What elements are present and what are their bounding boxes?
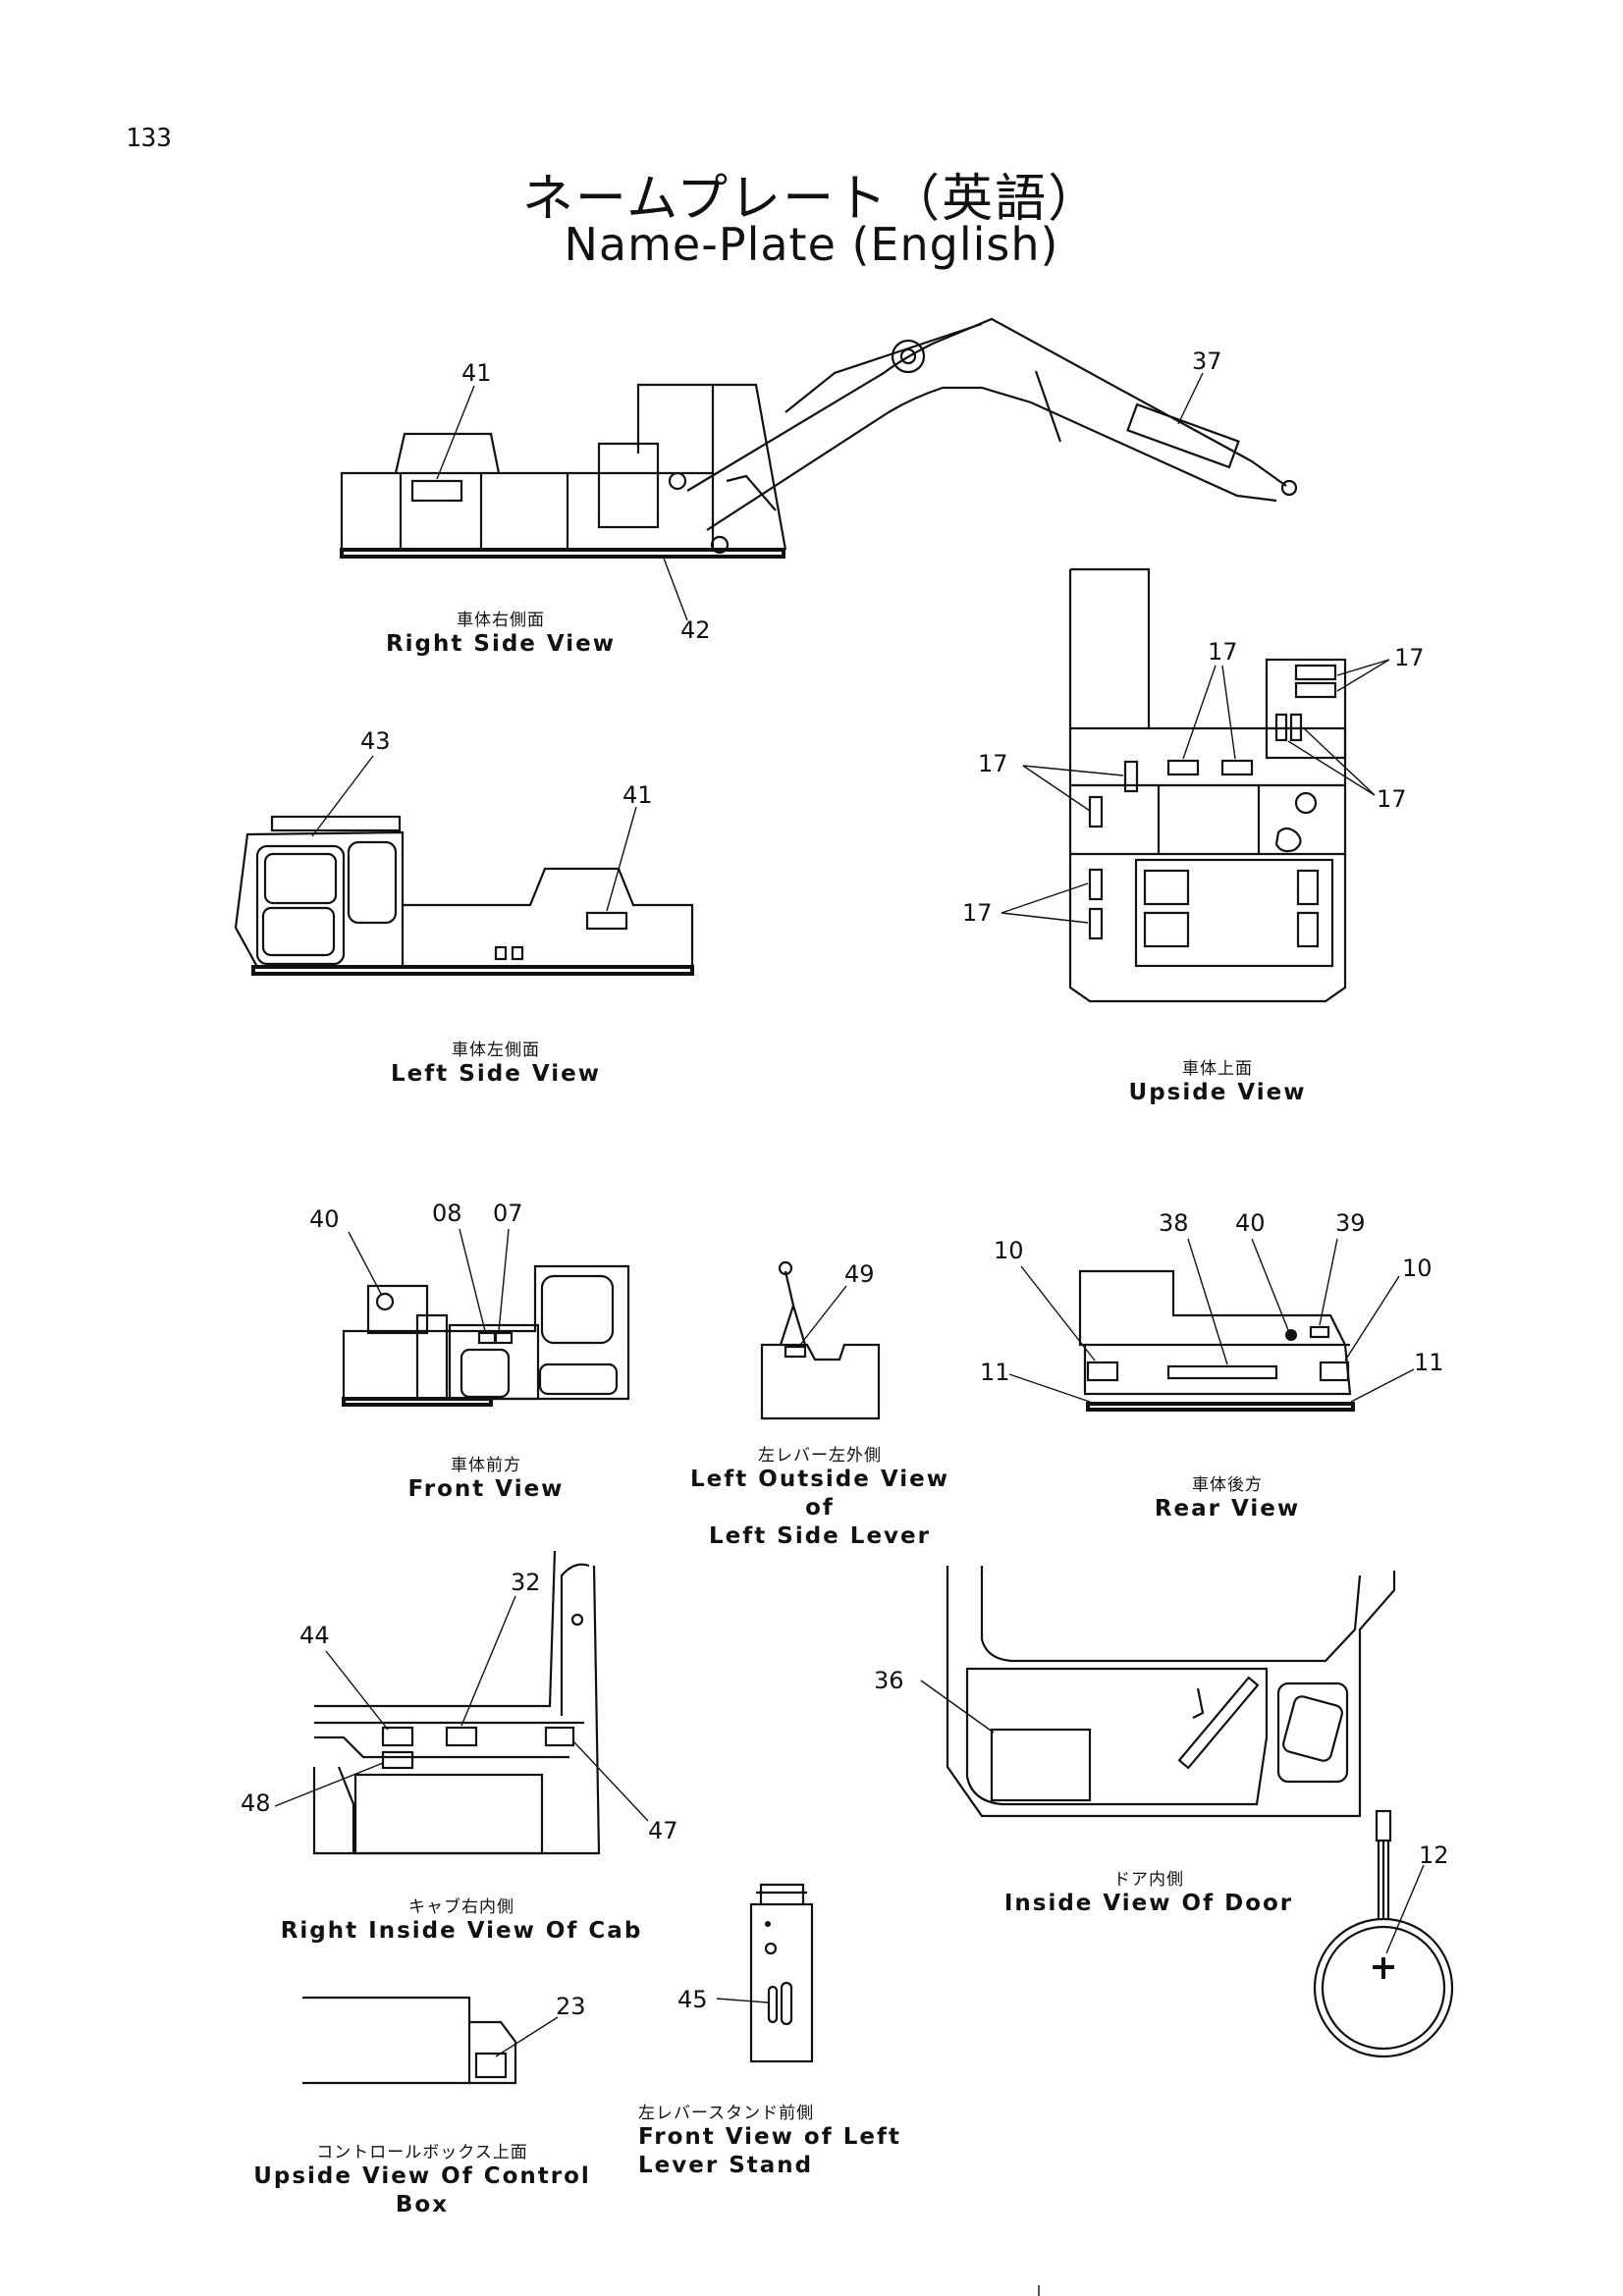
- callout-11b: 11: [1414, 1349, 1444, 1376]
- caption-left-lever: 左レバー左外側 Left Outside View of Left Side L…: [690, 1446, 949, 1549]
- callout-49: 49: [844, 1260, 875, 1288]
- title-english: Name-Plate (English): [564, 218, 1059, 271]
- caption-front: 車体前方 Front View: [407, 1456, 565, 1502]
- callout-39: 39: [1335, 1209, 1366, 1237]
- callout-23: 23: [556, 1993, 586, 2020]
- callout-42: 42: [680, 616, 711, 644]
- callout-11a: 11: [980, 1359, 1010, 1386]
- caption-cab-inside: キャブ右内側 Right Inside View Of Cab: [280, 1897, 643, 1944]
- callout-41b: 41: [622, 781, 653, 809]
- callout-17b: 17: [1394, 644, 1425, 671]
- callout-10a: 10: [994, 1237, 1024, 1264]
- callout-41: 41: [461, 359, 492, 387]
- callout-17a: 17: [1208, 638, 1238, 666]
- caption-door-inside: ドア内側 Inside View Of Door: [1003, 1870, 1294, 1916]
- left-lever-drawing: 49: [760, 1260, 881, 1420]
- caption-upside: 車体上面 Upside View: [1128, 1059, 1307, 1105]
- cab-inside-drawing: 32 44 48 47: [241, 1550, 678, 1855]
- callout-08: 08: [432, 1200, 462, 1227]
- page-number: 133: [126, 124, 172, 153]
- callout-45: 45: [677, 1986, 708, 2013]
- rear-view-drawing: 38 40 39 10 10 11 11: [980, 1209, 1444, 1412]
- caption-left-side: 車体左側面 Left Side View: [391, 1041, 601, 1087]
- callout-12: 12: [1419, 1842, 1449, 1869]
- callout-37: 37: [1192, 347, 1222, 375]
- left-side-view-drawing: 43 41: [234, 727, 694, 976]
- callout-32: 32: [511, 1569, 541, 1596]
- right-side-view-drawing: 41 37 42: [340, 317, 1298, 644]
- callout-38: 38: [1159, 1209, 1189, 1237]
- lever-stand-drawing: 45: [677, 1883, 814, 2063]
- callout-07: 07: [493, 1200, 523, 1227]
- title-japanese: ネームプレート（英語）: [521, 170, 1102, 229]
- caption-rear: 車体後方 Rear View: [1154, 1475, 1301, 1522]
- callout-17c: 17: [1377, 785, 1407, 813]
- door-inside-drawing: 36: [874, 1566, 1396, 1818]
- callout-17e: 17: [962, 899, 993, 927]
- upside-view-drawing: 17 17 17 17 17: [962, 567, 1425, 1003]
- ring-drawing: 12: [1313, 1809, 1454, 2058]
- callout-40-rear: 40: [1235, 1209, 1266, 1237]
- callout-17d: 17: [978, 750, 1008, 777]
- caption-lever-stand: 左レバースタンド前側 Front View of Left Lever Stan…: [638, 2104, 901, 2178]
- caption-right-side: 車体右側面 Right Side View: [385, 611, 617, 657]
- plate-41-right: [410, 479, 463, 503]
- control-box-drawing: 23: [302, 1993, 586, 2085]
- plate-41-left: [585, 911, 628, 931]
- callout-36: 36: [874, 1667, 904, 1694]
- callout-47: 47: [648, 1817, 678, 1844]
- caption-control-box: コントロールボックス上面 Upside View Of Control Box: [253, 2143, 591, 2217]
- callout-44: 44: [299, 1622, 330, 1649]
- front-view-drawing: 40 08 07: [309, 1200, 630, 1407]
- callout-43: 43: [360, 727, 391, 755]
- plate-37: [1126, 402, 1240, 469]
- callout-40-front: 40: [309, 1205, 340, 1233]
- callout-48: 48: [241, 1789, 271, 1817]
- callout-10b: 10: [1402, 1255, 1433, 1282]
